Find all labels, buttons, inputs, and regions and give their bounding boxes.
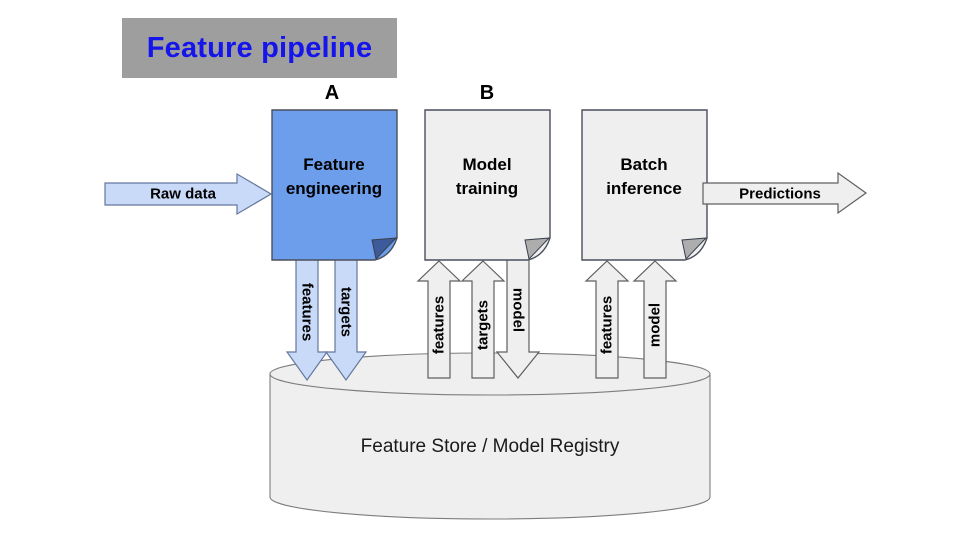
model-training-node <box>424 109 551 261</box>
raw-data-label: Raw data <box>150 185 216 203</box>
mt-features-label: features <box>430 295 448 355</box>
batch-inference-shape <box>581 109 708 261</box>
feature-engineering-shape <box>271 109 398 261</box>
mt-model-label: model <box>509 287 527 333</box>
mt-model-arrow <box>495 258 541 379</box>
mt-targets-arrow <box>460 260 506 379</box>
predictions-arrow <box>702 171 868 215</box>
marker-a: A <box>324 82 340 104</box>
batch-inference-fold-corner <box>681 237 708 261</box>
bi-features-arrow <box>584 260 630 379</box>
fe-targets-arrow <box>324 258 368 382</box>
title-banner: Feature pipeline <box>122 18 397 78</box>
model-training-shape <box>424 109 551 261</box>
model-training-fold-corner <box>524 237 551 261</box>
feature-engineering-fold-corner <box>371 237 398 261</box>
fe-targets-label: targets <box>337 286 355 338</box>
bi-features-label: features <box>598 295 616 355</box>
bi-model-label: model <box>646 302 664 348</box>
raw-data-arrow <box>104 172 273 216</box>
batch-inference-label: Batch inference <box>606 155 682 198</box>
feature-engineering-label: Feature engineering <box>285 155 383 198</box>
cylinder-body <box>269 373 711 520</box>
fe-features-arrow <box>285 258 329 382</box>
predictions-label: Predictions <box>739 185 821 203</box>
mt-targets-label: targets <box>474 299 492 351</box>
feature-store-label: Feature Store / Model Registry <box>360 436 620 457</box>
fe-features-label: features <box>298 282 316 342</box>
mt-features-arrow <box>416 260 462 379</box>
batch-inference-node <box>581 109 708 261</box>
marker-b: B <box>479 82 495 104</box>
feature-engineering-node <box>271 109 398 261</box>
model-training-label: Model training <box>455 155 519 198</box>
page-title: Feature pipeline <box>146 31 373 64</box>
bi-model-arrow <box>632 260 678 379</box>
